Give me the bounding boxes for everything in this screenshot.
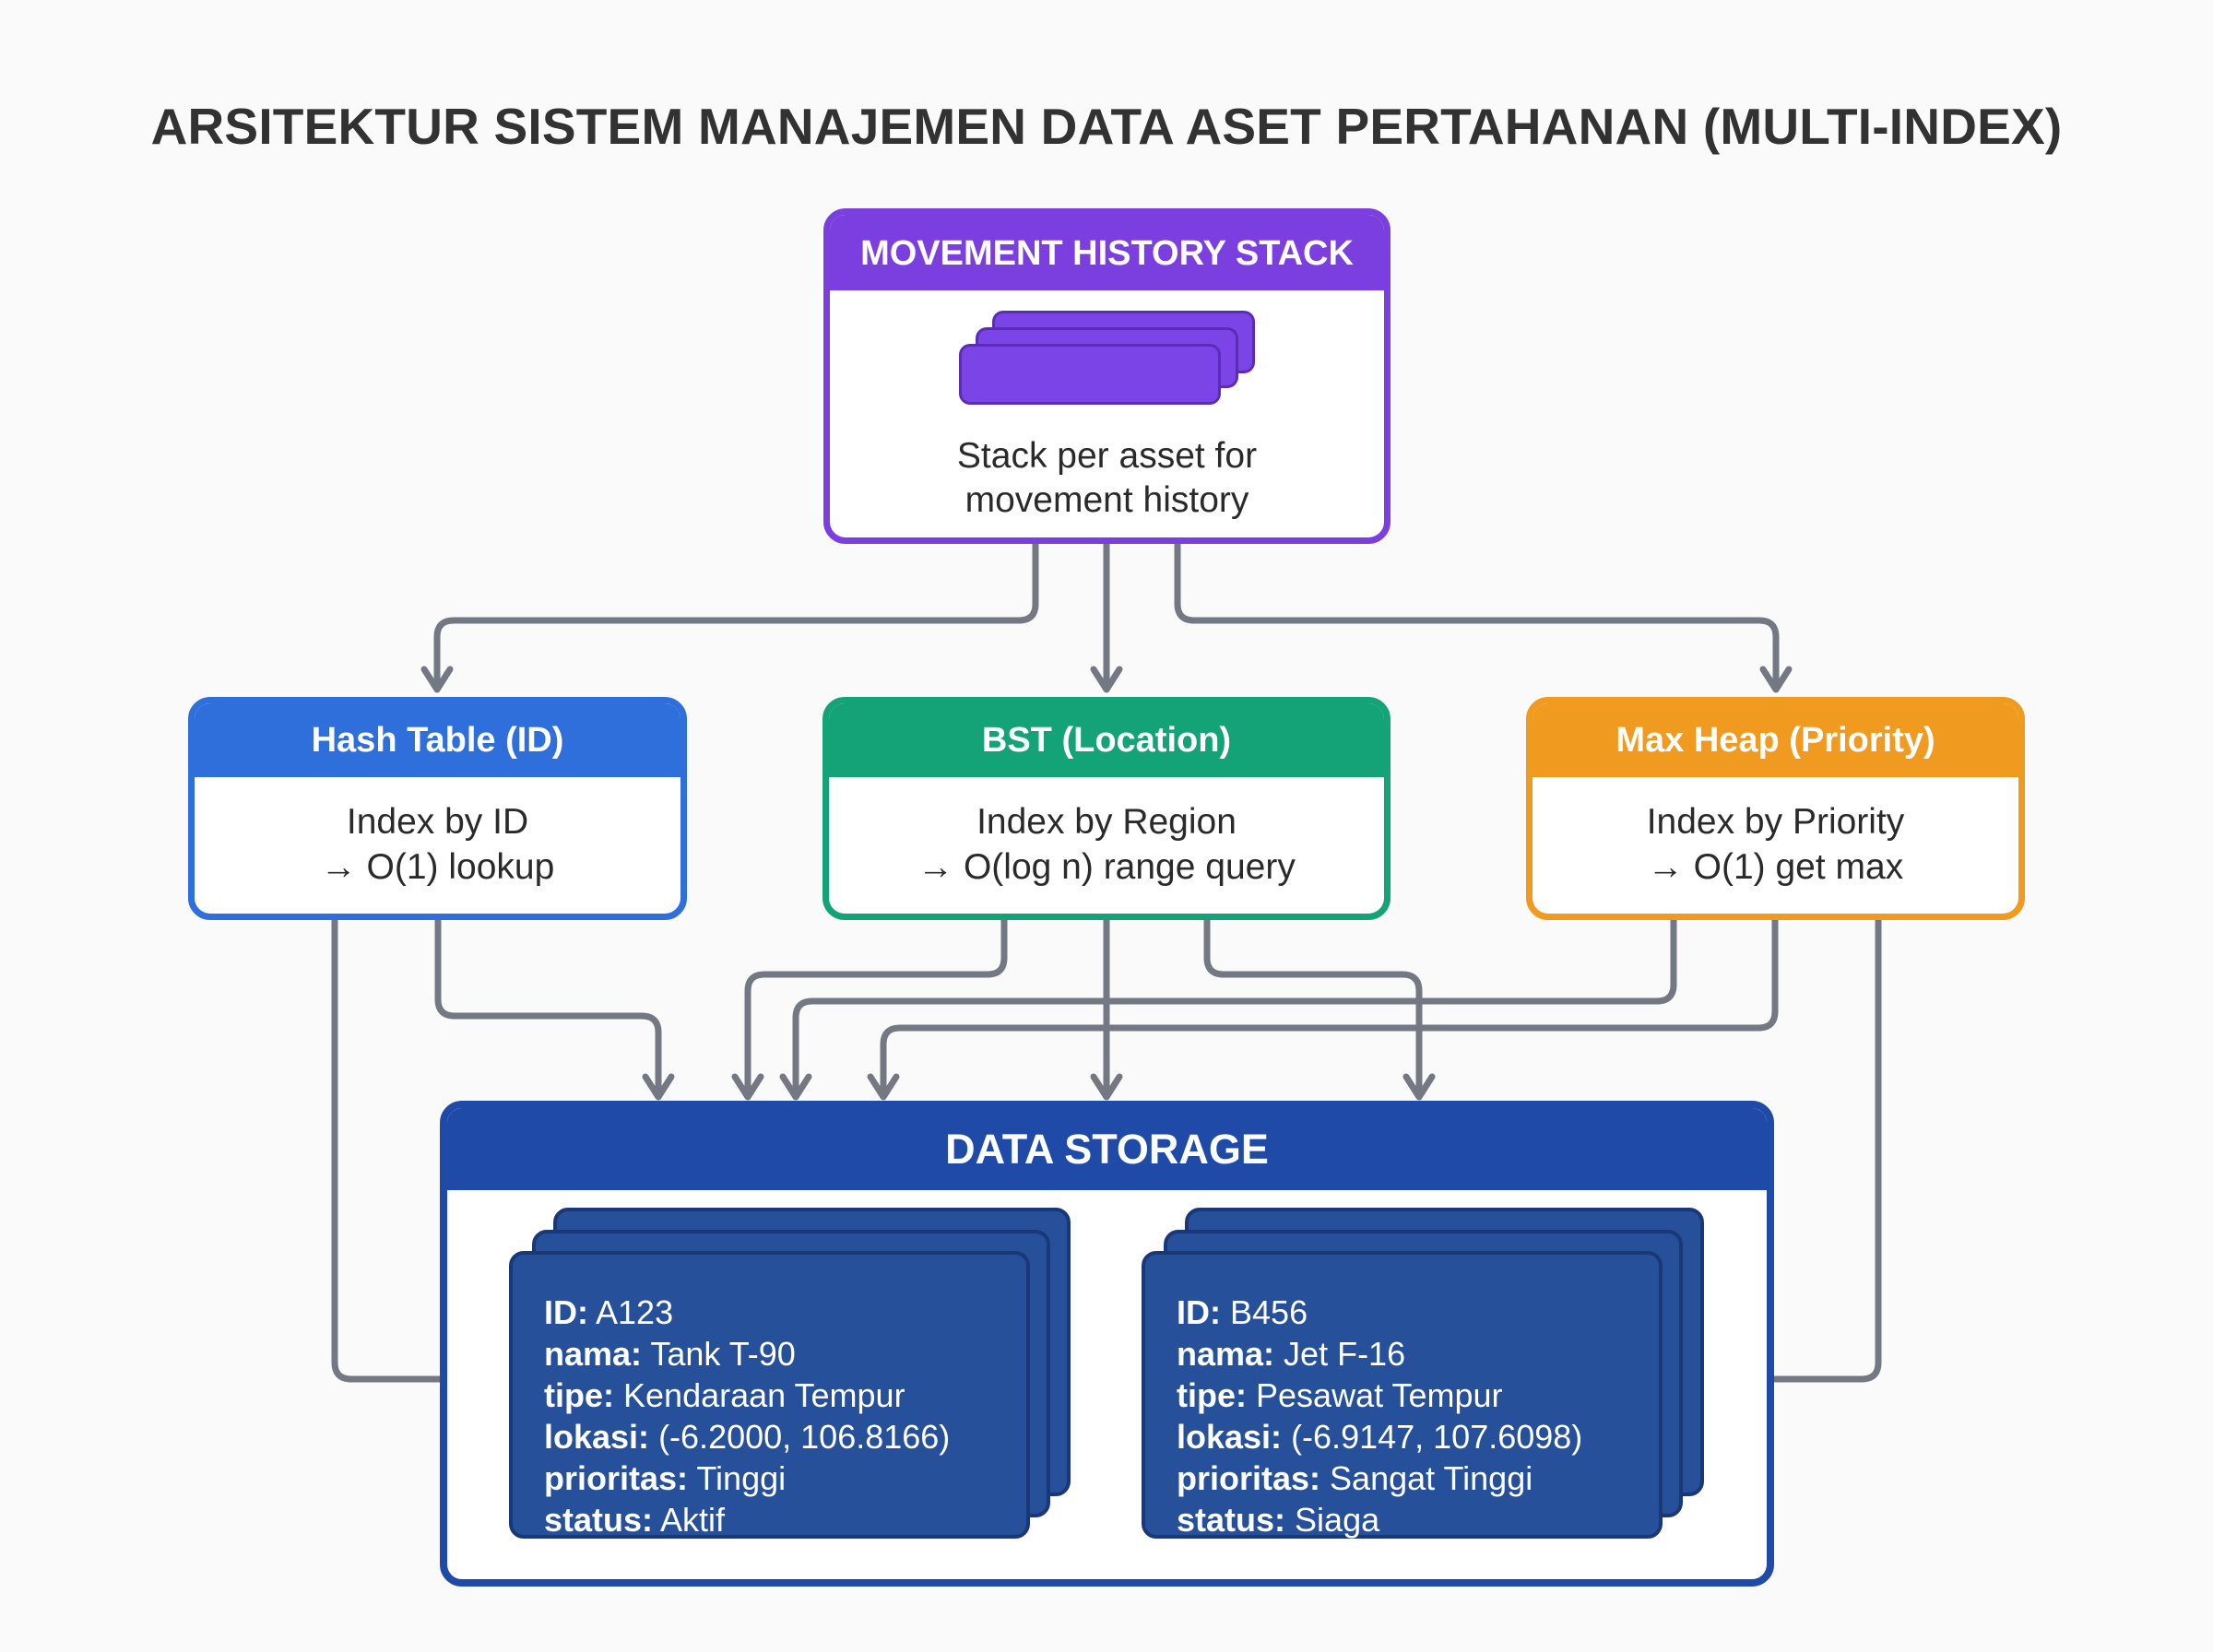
field-lokasi: lokasi: (-6.9147, 107.6098) (1177, 1418, 1583, 1456)
hash-table-line: Index by ID (346, 802, 529, 842)
stack-description-line: movement history (964, 480, 1249, 520)
max-heap-body: Index by Priority → O(1) get max (1533, 799, 2018, 890)
field-tipe: tipe: Kendaraan Tempur (544, 1376, 905, 1414)
record-b-fields: ID: B456 nama: Jet F-16 tipe: Pesawat Te… (1177, 1292, 1582, 1540)
field-prioritas: prioritas: Tinggi (544, 1459, 787, 1497)
field-id: ID: A123 (544, 1293, 674, 1331)
bst-header: BST (Location) (829, 703, 1384, 777)
field-prioritas: prioritas: Sangat Tinggi (1177, 1459, 1533, 1497)
field-status: status: Siaga (1177, 1501, 1380, 1539)
field-tipe: tipe: Pesawat Tempur (1177, 1376, 1503, 1414)
stack-box-header: MOVEMENT HISTORY STACK (830, 215, 1384, 290)
record-a-fields: ID: A123 nama: Tank T-90 tipe: Kendaraan… (544, 1292, 950, 1540)
max-heap-line: Index by Priority (1646, 802, 1905, 842)
field-id: ID: B456 (1177, 1293, 1308, 1331)
record-card-a: ID: A123 nama: Tank T-90 tipe: Kendaraan… (509, 1251, 1030, 1539)
bst-box: BST (Location) Index by Region → O(log n… (822, 697, 1391, 920)
stack-box-description: Stack per asset for movement history (830, 434, 1384, 523)
data-storage-header: DATA STORAGE (447, 1108, 1767, 1190)
max-heap-header: Max Heap (Priority) (1533, 703, 2018, 777)
hash-table-line: → O(1) lookup (320, 847, 555, 887)
hash-table-header: Hash Table (ID) (195, 703, 680, 777)
diagram-title: ARSITEKTUR SISTEM MANAJEMEN DATA ASET PE… (150, 98, 2063, 155)
field-nama: nama: Tank T-90 (544, 1335, 796, 1373)
hash-table-body: Index by ID → O(1) lookup (195, 799, 680, 890)
max-heap-line: → O(1) get max (1647, 847, 1904, 887)
bst-line: Index by Region (976, 802, 1237, 842)
field-status: status: Aktif (544, 1501, 726, 1539)
field-lokasi: lokasi: (-6.2000, 106.8166) (544, 1418, 951, 1456)
max-heap-box: Max Heap (Priority) Index by Priority → … (1526, 697, 2025, 920)
record-card-b: ID: B456 nama: Jet F-16 tipe: Pesawat Te… (1142, 1251, 1663, 1539)
bst-line: → O(log n) range query (917, 847, 1296, 887)
field-nama: nama: Jet F-16 (1177, 1335, 1406, 1373)
stack-description-line: Stack per asset for (956, 436, 1258, 476)
bst-body: Index by Region → O(log n) range query (829, 799, 1384, 890)
hash-table-box: Hash Table (ID) Index by ID → O(1) looku… (188, 697, 687, 920)
